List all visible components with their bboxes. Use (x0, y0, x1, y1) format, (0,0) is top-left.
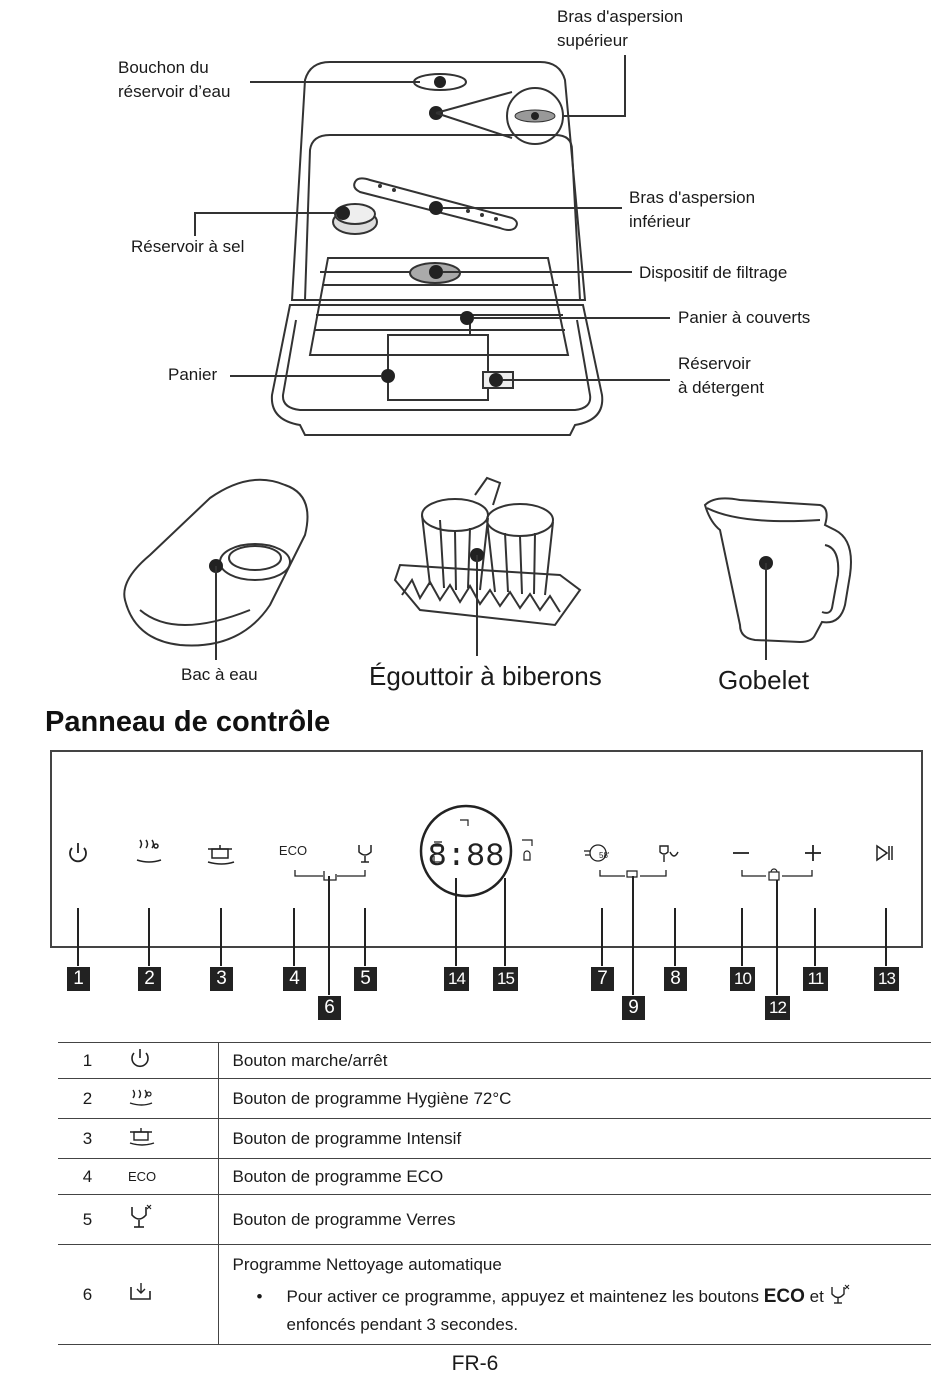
number-8: 8 (664, 967, 687, 991)
number-4: 4 (283, 967, 306, 991)
cutlery-basket-label: Panier à couverts (678, 308, 811, 327)
table-row: 2 Bouton de programme Hygiène 72°C (58, 1078, 931, 1119)
pot-icon (118, 1118, 219, 1159)
pot-icon (207, 845, 235, 865)
row-description: Bouton de programme Intensif (218, 1118, 931, 1159)
play-pause-icon (876, 844, 893, 862)
row-number: 5 (58, 1194, 118, 1245)
row-number: 2 (58, 1078, 118, 1119)
number-1: 1 (67, 967, 90, 991)
eco-icon: ECO (278, 843, 308, 858)
number-9: 9 (622, 996, 645, 1020)
lock-icon (768, 868, 780, 881)
number-12: 12 (765, 996, 790, 1020)
row-description: Bouton de programme ECO (218, 1158, 931, 1195)
filter-label: Dispositif de filtrage (639, 263, 788, 282)
glass-icon (118, 1194, 219, 1245)
timer-58-icon (584, 844, 607, 862)
dishwasher-diagram (123, 55, 852, 660)
row-description: Bouton marche/arrêt (218, 1042, 931, 1079)
number-15: 15 (493, 967, 518, 991)
control-panel (50, 750, 923, 948)
table-row: 5 Bouton de programme Verres (58, 1194, 931, 1245)
number-7: 7 (591, 967, 614, 991)
table-row: 6 Programme Nettoyage automatique Pour a… (58, 1244, 931, 1345)
number-13: 13 (874, 967, 899, 991)
power-icon (118, 1042, 219, 1079)
eco-inline: ECO (763, 1285, 805, 1307)
row-description: Bouton de programme Hygiène 72°C (218, 1078, 931, 1119)
row-description: Programme Nettoyage automatique Pour act… (218, 1244, 931, 1345)
upper-spray-arm-label: Bras d'aspersion supérieur (557, 7, 684, 50)
cup-label: Gobelet (718, 665, 810, 695)
salt-reservoir-label: Réservoir à sel (131, 237, 245, 256)
glass-icon (358, 845, 372, 863)
number-11: 11 (803, 967, 828, 991)
control-panel-title: Panneau de contrôle (45, 706, 331, 738)
instruction-and: et (809, 1286, 824, 1306)
row-number: 4 (58, 1158, 118, 1195)
display-digits: 8:88 (428, 838, 505, 875)
control-panel-drawing: 8:88 58' (69, 804, 893, 995)
row-number: 3 (58, 1118, 118, 1159)
water-tray-label: Bac à eau (181, 665, 258, 684)
number-5: 5 (354, 967, 377, 991)
glass-icon (830, 1284, 849, 1304)
table-row: 4 ECO Bouton de programme ECO (58, 1158, 931, 1195)
hygiene-icon (136, 839, 162, 863)
power-icon (69, 843, 87, 863)
self-clean-instruction: Pour activer ce programme, appuyez et ma… (257, 1283, 931, 1339)
number-6: 6 (318, 996, 341, 1020)
dry-icon (659, 845, 679, 862)
svg-text:58': 58' (599, 851, 610, 860)
table-row: 1 Bouton marche/arrêt (58, 1042, 931, 1079)
bottle-rack-label: Égouttoir à biberons (369, 661, 602, 691)
row-number: 6 (58, 1244, 118, 1345)
instruction-text: Pour activer ce programme, appuyez et ma… (286, 1286, 759, 1306)
eco-icon: ECO (118, 1158, 219, 1195)
instruction-end: enfoncés pendant 3 secondes. (286, 1314, 519, 1334)
number-3: 3 (210, 967, 233, 991)
table-row: 3 Bouton de programme Intensif (58, 1118, 931, 1159)
number-14: 14 (444, 967, 469, 991)
page-number: FR-6 (451, 1352, 499, 1375)
self-clean-title: Programme Nettoyage automatique (232, 1254, 502, 1274)
basket-label: Panier (168, 365, 218, 384)
self-clean-icon (118, 1244, 219, 1345)
lower-spray-arm-label: Bras d'aspersion inférieur (629, 188, 756, 231)
detergent-reservoir-label: Réservoir à détergent (678, 354, 765, 397)
legend-table: 1 Bouton marche/arrêt 2 Bouton de progra… (58, 1042, 931, 1345)
hygiene-icon (118, 1078, 219, 1119)
water-tank-cap-label: Bouchon du réservoir d’eau (118, 58, 231, 101)
number-10: 10 (730, 967, 755, 991)
row-description: Bouton de programme Verres (218, 1194, 931, 1245)
number-2: 2 (138, 967, 161, 991)
row-number: 1 (58, 1042, 118, 1079)
